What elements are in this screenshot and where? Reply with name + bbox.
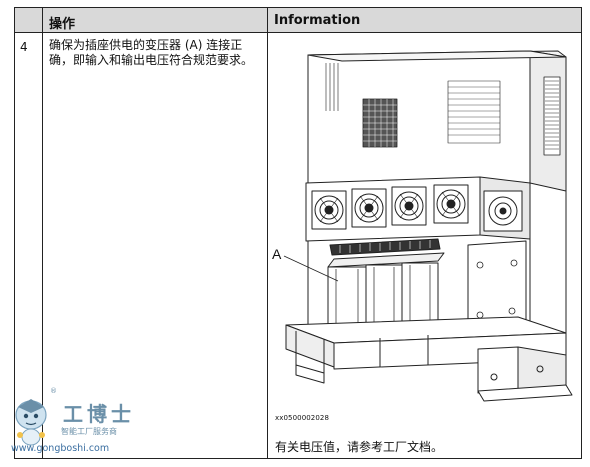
procedure-table: 操作 Information 4 确保为插座供电的变压器 (A) 连接正确，即输… xyxy=(14,7,582,459)
watermark-title: 工博士 xyxy=(63,402,135,426)
header-step xyxy=(14,7,43,33)
watermark: ® 工博士 智能工厂服务商 www.gongboshi.com xyxy=(8,385,178,463)
cabinet-illustration: A xyxy=(272,50,573,402)
step-number-cell: 4 xyxy=(14,32,43,459)
instruction-text: 确保为插座供电的变压器 (A) 连接正确，即输入和输出电压符合规范要求。 xyxy=(49,38,254,67)
header-action: 操作 xyxy=(42,7,268,33)
figure-caption: 有关电压值，请参考工厂文档。 xyxy=(275,440,444,454)
figure-code: xx0500002028 xyxy=(275,414,330,422)
step-number: 4 xyxy=(20,40,28,54)
header-action-label: 操作 xyxy=(49,17,76,32)
step-row: 4 确保为插座供电的变压器 (A) 连接正确，即输入和输出电压符合规范要求。 xyxy=(14,32,582,459)
registered-mark: ® xyxy=(50,387,57,395)
header-row: 操作 Information xyxy=(14,7,582,33)
callout-label: A xyxy=(272,246,282,262)
watermark-url: www.gongboshi.com xyxy=(11,443,110,454)
header-information-label: Information xyxy=(274,13,361,28)
watermark-tagline: 智能工厂服务商 xyxy=(61,427,117,436)
information-cell: A xx0500002028 有关电压值，请参考工厂文档。 xyxy=(267,32,582,459)
header-information: Information xyxy=(267,7,582,33)
mascot-logo-icon xyxy=(15,399,47,446)
